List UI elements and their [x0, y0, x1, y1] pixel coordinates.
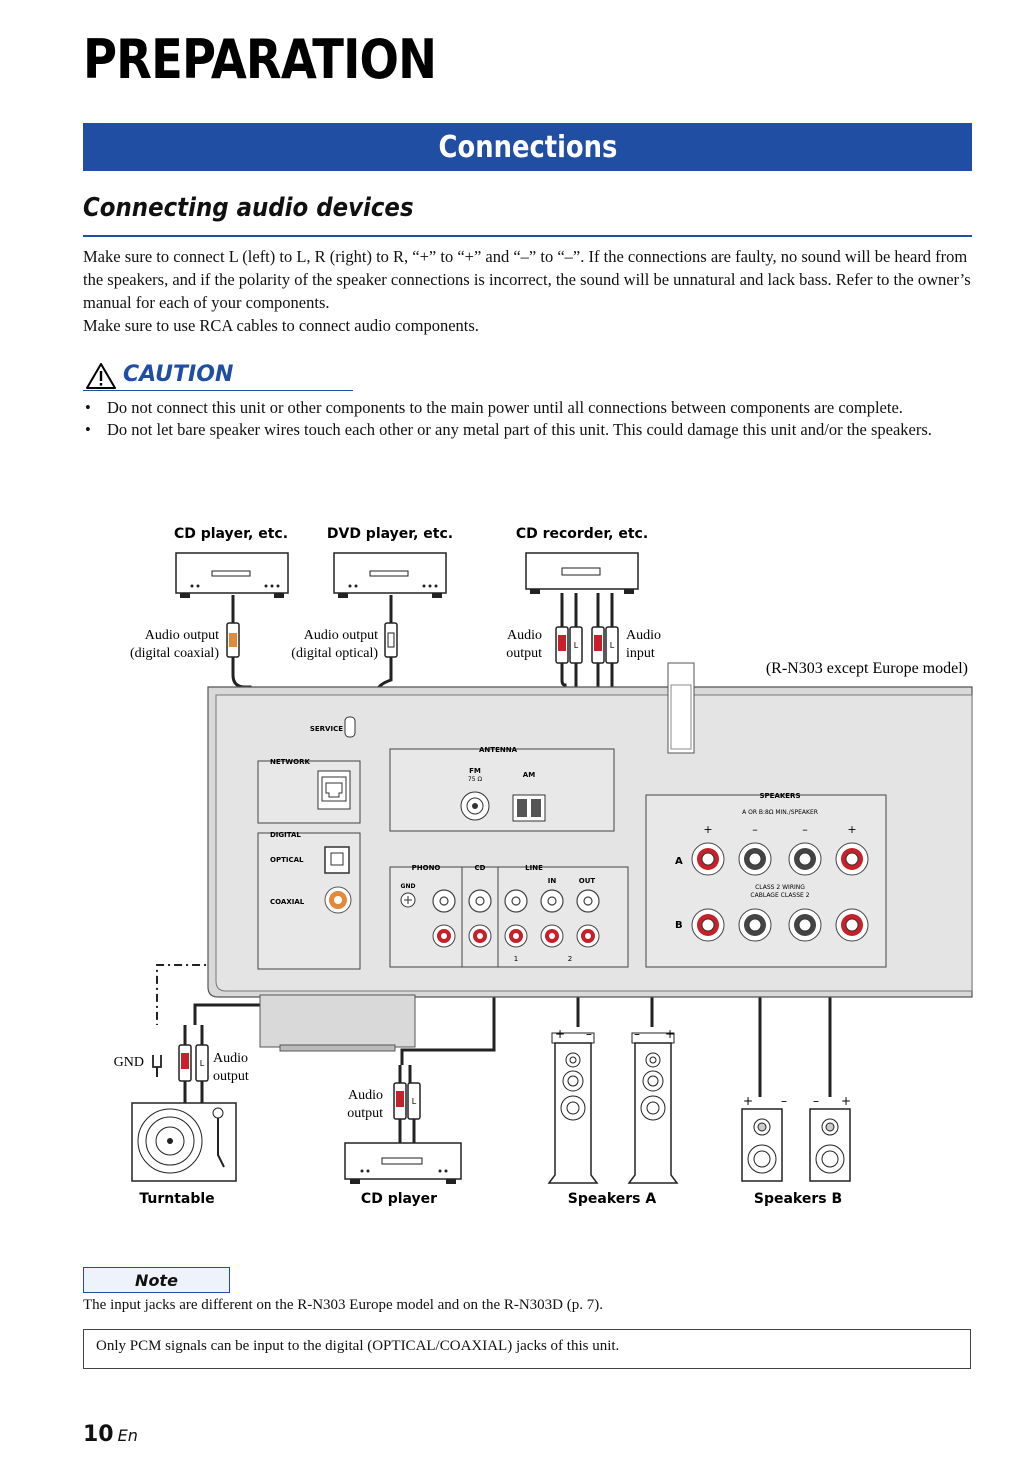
speakers-impedance-label: A OR B:8Ω MIN./SPEAKER	[742, 809, 818, 816]
a-r-plus: +	[703, 823, 712, 836]
gnd-label: GND	[114, 1055, 144, 1070]
row-a-label: A	[675, 856, 683, 867]
caution-label: CAUTION	[123, 362, 234, 387]
note-box: Note	[83, 1267, 230, 1293]
gnd-terminal-label: GND	[401, 883, 416, 890]
chapter-title: PREPARATION	[83, 28, 437, 91]
cd-jack-label: CD	[475, 864, 486, 872]
intro-paragraph: Make sure to use RCA cables to connect a…	[83, 316, 479, 335]
line-out-label: OUT	[579, 877, 596, 885]
dvd-optical-plug	[384, 622, 398, 658]
device-label-speakers-b: Speakers B	[754, 1191, 842, 1207]
dvd-output-label-2: (digital optical)	[291, 646, 378, 661]
a-l-minus: –	[802, 823, 808, 836]
spk-a-right-plus: +	[665, 1027, 675, 1041]
spk-a-left-plus: +	[555, 1027, 565, 1041]
device-label-cd-player: CD player, etc.	[174, 526, 288, 542]
warning-triangle-icon	[86, 363, 116, 389]
device-label-dvd-player: DVD player, etc.	[327, 526, 453, 542]
service-label: SERVICE	[310, 725, 343, 733]
recorder-output-label-1: Audio	[507, 628, 542, 643]
spk-a-left-minus: –	[586, 1027, 592, 1041]
plug-l-label: L	[610, 641, 615, 650]
line-2-label: 2	[568, 955, 572, 963]
intro-text: Make sure to connect L (left) to L, R (r…	[83, 245, 978, 337]
cd-player-top-icon	[175, 552, 289, 598]
device-label-turntable: Turntable	[139, 1191, 214, 1207]
turntable-output-label-1: Audio	[213, 1051, 248, 1066]
cablage-label: CABLAGE CLASSE 2	[750, 892, 809, 899]
cd-player-bottom-plugs: L	[393, 1065, 421, 1143]
turntable-icon	[131, 1102, 237, 1182]
turntable-output-label-2: output	[213, 1069, 249, 1084]
speaker-a-right-icon	[627, 1032, 679, 1184]
row-b-label: B	[675, 920, 683, 931]
a-l-plus: +	[847, 823, 856, 836]
recorder-input-label-2: input	[626, 646, 655, 661]
line-1-label: 1	[514, 955, 518, 963]
network-label: NETWORK	[270, 758, 310, 766]
class2-label: CLASS 2 WIRING	[755, 884, 805, 891]
device-label-cd-player-bottom: CD player	[361, 1191, 437, 1207]
cd-output-label-1: Audio output	[145, 628, 219, 643]
section-title: Connections	[438, 129, 617, 165]
info-box: Only PCM signals can be input to the dig…	[83, 1329, 971, 1369]
cd-player-bottom-icon	[344, 1142, 462, 1184]
recorder-input-plugs: L	[591, 626, 619, 664]
cd-output-label-2: (digital coaxial)	[130, 646, 219, 661]
note-text: The input jacks are different on the R-N…	[83, 1297, 604, 1313]
phono-label: PHONO	[412, 864, 441, 872]
speaker-b-left-icon	[741, 1108, 783, 1182]
page-number: 10	[83, 1422, 114, 1447]
plug-l-label: L	[200, 1059, 205, 1068]
device-label-speakers-a: Speakers A	[568, 1191, 657, 1207]
rear-panel: SERVICE NETWORK DIGITAL OPTICAL COAXIAL …	[207, 662, 973, 1052]
cdplayer-output-label-2: output	[347, 1106, 383, 1121]
plug-l-label: L	[412, 1097, 417, 1106]
dvd-output-label-1: Audio output	[304, 628, 378, 643]
subsection-header: Connecting audio devices	[83, 193, 972, 237]
speaker-a-left-icon	[547, 1032, 599, 1184]
line-in-label: IN	[548, 877, 557, 885]
optical-label: OPTICAL	[270, 856, 304, 864]
antenna-label: ANTENNA	[479, 746, 518, 754]
section-banner: Connections	[83, 123, 972, 171]
spk-b-right-minus: –	[813, 1094, 819, 1108]
spk-b-left-plus: +	[743, 1094, 753, 1108]
spk-a-right-minus: –	[634, 1027, 640, 1041]
intro-paragraph: Make sure to connect L (left) to L, R (r…	[83, 247, 971, 312]
spk-b-right-plus: +	[841, 1094, 851, 1108]
connection-diagram: CD player, etc. DVD player, etc. CD reco…	[114, 526, 973, 1207]
spk-b-left-minus: –	[781, 1094, 787, 1108]
recorder-output-label-2: output	[506, 646, 542, 661]
note-label: Note	[135, 1270, 178, 1290]
dvd-player-top-icon	[333, 552, 447, 598]
model-note: (R-N303 except Europe model)	[766, 660, 968, 677]
cd-recorder-top-icon	[525, 552, 639, 594]
speakers-label: SPEAKERS	[759, 792, 800, 800]
caution-item: Do not connect this unit or other compon…	[83, 397, 978, 419]
subsection-title: Connecting audio devices	[83, 193, 414, 223]
plug-l-label: L	[574, 641, 579, 650]
fm-ohm-label: 75 Ω	[468, 776, 483, 783]
turntable-plugs: L	[178, 1025, 209, 1103]
caution-header: CAUTION	[83, 362, 353, 391]
caution-list: Do not connect this unit or other compon…	[83, 397, 978, 441]
gnd-lug-icon	[152, 1055, 162, 1077]
recorder-input-label-1: Audio	[626, 628, 661, 643]
caution-item: Do not let bare speaker wires touch each…	[83, 419, 978, 441]
cd-coax-plug	[226, 622, 240, 658]
recorder-output-plugs: L	[555, 626, 583, 664]
coaxial-label: COAXIAL	[270, 898, 305, 906]
fm-label: FM	[469, 767, 481, 775]
speaker-b-right-icon	[809, 1108, 851, 1182]
am-label: AM	[523, 771, 535, 779]
page-language: En	[117, 1426, 138, 1445]
cdplayer-output-label-1: Audio	[348, 1088, 383, 1103]
digital-label: DIGITAL	[270, 831, 301, 839]
a-r-minus: –	[752, 823, 758, 836]
device-label-cd-recorder: CD recorder, etc.	[516, 526, 648, 542]
line-label: LINE	[525, 864, 543, 872]
